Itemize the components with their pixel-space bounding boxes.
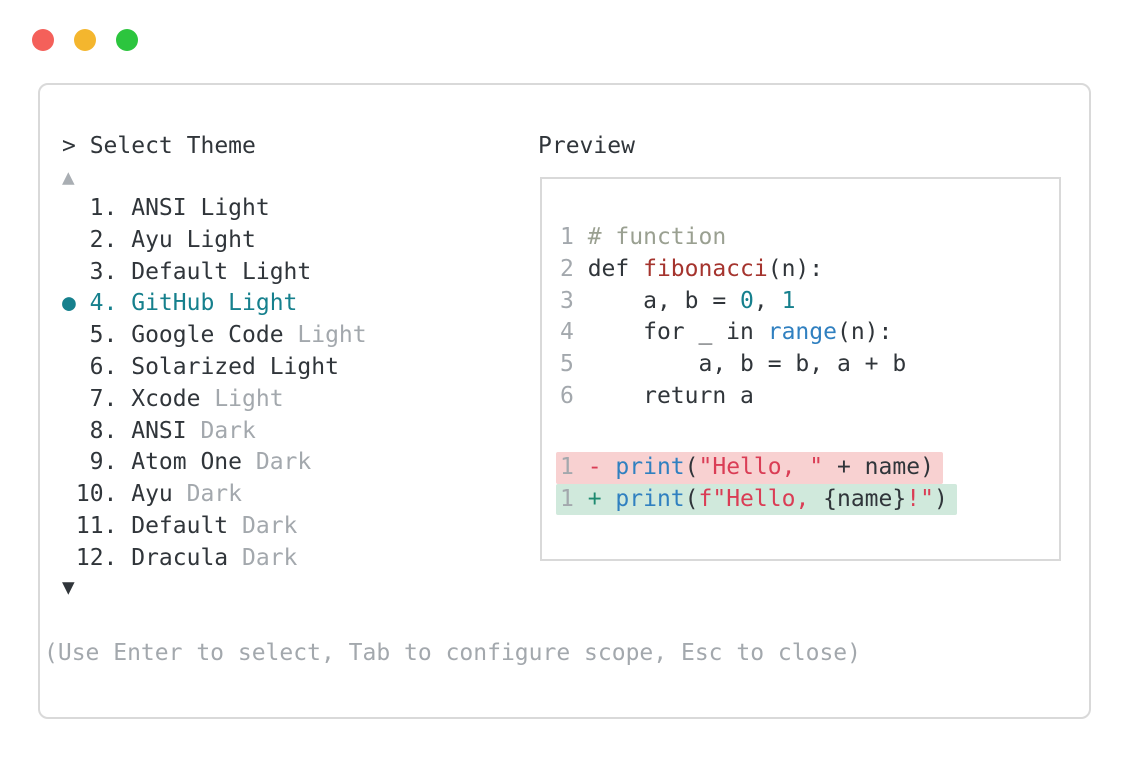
theme-item-number: 7. <box>89 385 118 412</box>
minimize-button[interactable] <box>74 29 96 51</box>
theme-item-number: 6. <box>89 353 118 380</box>
line-number: 1 <box>560 453 588 480</box>
bullet-placeholder <box>62 225 76 257</box>
line-number: 1 <box>560 485 588 512</box>
line-number: 2 <box>560 255 588 282</box>
theme-item-name: Ayu <box>131 481 187 508</box>
theme-item-number: 9. <box>89 449 118 476</box>
theme-item-variant: Light <box>186 226 256 253</box>
theme-item-variant: Light <box>242 258 312 285</box>
theme-item-default-light[interactable]: 3. Default Light <box>62 257 367 289</box>
theme-item-xcode-light[interactable]: 7. Xcode Light <box>62 384 367 416</box>
theme-item-variant: Dark <box>200 417 256 444</box>
theme-item-ansi-light[interactable]: 1. ANSI Light <box>62 193 367 225</box>
theme-item-number: 11. <box>75 512 118 539</box>
theme-item-name: Default <box>131 512 242 539</box>
theme-item-name: Solarized <box>131 353 270 380</box>
theme-item-variant: Light <box>200 195 270 221</box>
theme-item-name: GitHub <box>131 290 229 317</box>
theme-item-number: 10. <box>75 481 118 508</box>
code-block: 1 # function 2 def fibonacci(n): 3 a, b = … <box>556 222 1059 516</box>
theme-item-number: 8. <box>89 417 118 444</box>
preview-title: Preview <box>538 133 635 159</box>
bullet-placeholder <box>62 416 76 448</box>
theme-item-name: Default <box>131 258 242 285</box>
theme-item-variant: Light <box>228 290 298 317</box>
maximize-button[interactable] <box>116 29 138 51</box>
scroll-up-icon[interactable]: ▲ <box>62 165 75 189</box>
theme-item-variant: Light <box>269 353 339 380</box>
theme-item-default-dark[interactable]: 11. Default Dark <box>62 511 367 543</box>
code-line: 3 a, b = 0, 1 <box>560 287 796 314</box>
theme-item-variant: Dark <box>186 481 242 508</box>
code-line: 6 return a <box>560 382 754 409</box>
bullet-placeholder <box>62 193 76 225</box>
theme-item-number: 3. <box>89 258 118 285</box>
theme-item-name: Ayu <box>131 226 187 253</box>
diff-line-added: 1 + print(f"Hello, {name}!") <box>556 483 957 516</box>
theme-item-number: 4. <box>89 290 118 317</box>
bullet-placeholder <box>62 352 76 384</box>
theme-item-number: 1. <box>89 195 118 221</box>
line-number: 4 <box>560 319 588 346</box>
line-number: 5 <box>560 351 588 378</box>
theme-item-name: ANSI <box>131 195 201 221</box>
bullet-placeholder <box>62 543 76 575</box>
preview-box: 1 # function 2 def fibonacci(n): 3 a, b = … <box>540 177 1061 561</box>
bullet-placeholder <box>62 320 76 352</box>
theme-item-variant: Light <box>297 322 367 349</box>
theme-item-number: 2. <box>89 226 118 253</box>
theme-item-ayu-light[interactable]: 2. Ayu Light <box>62 225 367 257</box>
theme-item-variant: Dark <box>242 544 298 571</box>
line-number: 6 <box>560 382 588 409</box>
bullet-placeholder <box>62 384 76 416</box>
theme-item-name: Atom One <box>131 449 256 476</box>
scroll-down-icon[interactable]: ▼ <box>62 575 75 599</box>
bullet-placeholder <box>62 257 76 289</box>
bullet-placeholder <box>62 479 76 511</box>
theme-item-dracula-dark[interactable]: 12. Dracula Dark <box>62 543 367 575</box>
theme-item-name: Google Code <box>131 322 298 349</box>
footer-hint: (Use Enter to select, Tab to configure s… <box>44 640 861 666</box>
theme-item-ayu-dark[interactable]: 10. Ayu Dark <box>62 479 367 511</box>
theme-item-name: ANSI <box>131 417 201 444</box>
theme-item-number: 12. <box>75 544 118 571</box>
theme-item-name: Dracula <box>131 544 242 571</box>
theme-item-variant: Dark <box>242 512 298 539</box>
theme-item-variant: Dark <box>255 449 312 476</box>
theme-item-atom-one-dark[interactable]: 9. Atom One Dark <box>62 447 367 479</box>
line-number: 3 <box>560 287 588 314</box>
theme-item-ansi-dark[interactable]: 8. ANSI Dark <box>62 416 367 448</box>
line-number: 1 <box>560 224 588 250</box>
theme-item-solarized-light[interactable]: 6. Solarized Light <box>62 352 367 384</box>
code-line: 4 for _ in range(n): <box>560 319 893 346</box>
theme-item-github-light[interactable]: ● 4. GitHub Light <box>62 288 367 320</box>
theme-item-number: 5. <box>89 322 118 349</box>
picker-title: > Select Theme <box>62 133 256 159</box>
diff-line-removed: 1 - print("Hello, " + name) <box>556 451 943 484</box>
theme-item-google-code-light[interactable]: 5. Google Code Light <box>62 320 367 352</box>
close-button[interactable] <box>32 29 54 51</box>
theme-item-name: Xcode <box>131 385 215 412</box>
theme-item-variant: Light <box>214 385 284 412</box>
bullet-placeholder <box>62 447 76 479</box>
code-line: 5 a, b = b, a + b <box>560 351 907 378</box>
window-controls <box>32 29 138 51</box>
bullet-placeholder <box>62 511 76 543</box>
code-line: 2 def fibonacci(n): <box>560 255 824 282</box>
code-line: 1 # function <box>560 224 727 250</box>
selected-bullet-icon: ● <box>62 290 76 317</box>
